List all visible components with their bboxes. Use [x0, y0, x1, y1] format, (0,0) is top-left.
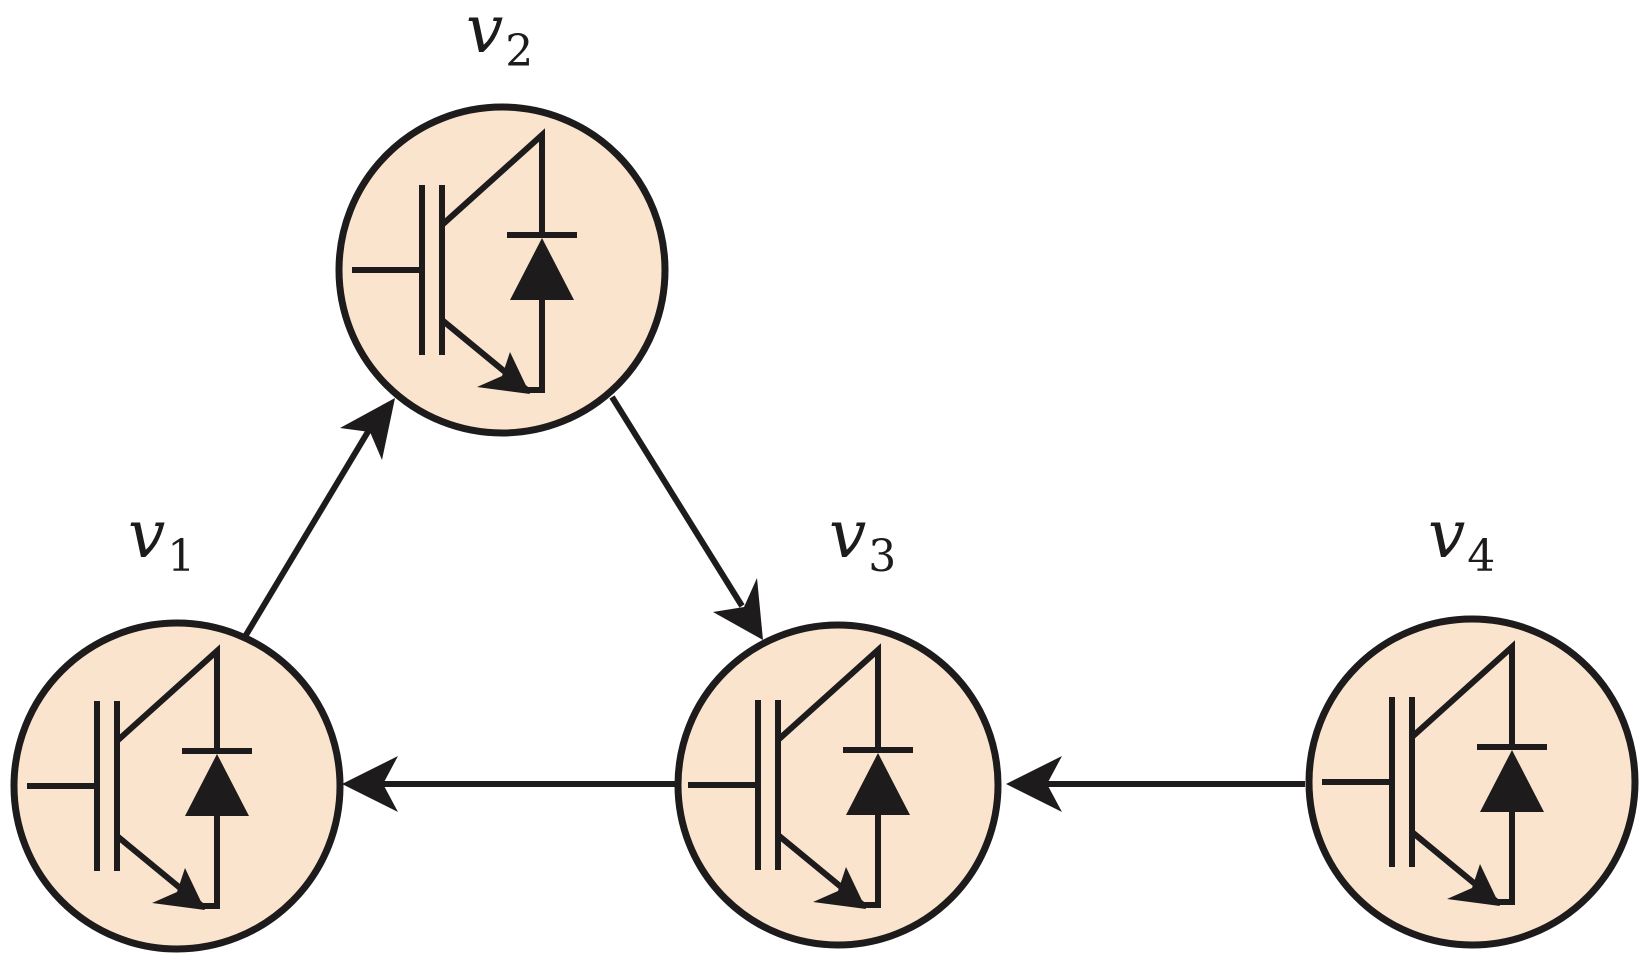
node-label-v3: v3 [829, 496, 896, 582]
node-v4 [1305, 615, 1639, 949]
node-label-v4: v4 [1428, 496, 1495, 582]
node-v1 [10, 619, 344, 953]
edge-v1-v2 [240, 398, 395, 642]
node-label-v2: v2 [466, 0, 533, 77]
edge-v3-v1 [342, 756, 675, 812]
node-label-v1: v1 [128, 496, 195, 582]
edge-v4-v3 [1006, 756, 1305, 812]
edge-v2-v3 [609, 395, 763, 640]
node-v2 [335, 103, 669, 437]
node-v3 [674, 621, 1002, 949]
